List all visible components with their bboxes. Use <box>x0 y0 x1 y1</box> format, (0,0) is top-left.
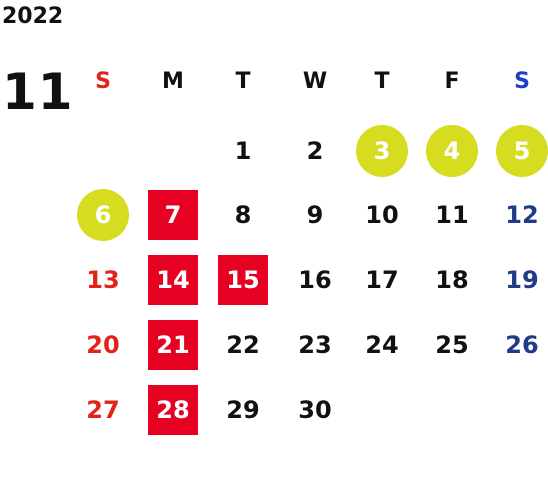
day-cell: 27 <box>86 396 120 424</box>
day-cell: 1 <box>234 137 252 165</box>
day-cell: 14 <box>156 266 190 294</box>
day-cell: 12 <box>505 201 539 229</box>
day-cell: 28 <box>156 396 190 424</box>
event-marker <box>148 255 198 305</box>
holiday-marker <box>426 125 478 177</box>
day-cell: 4 <box>443 137 461 165</box>
day-cell: 9 <box>306 201 324 229</box>
day-cell: 10 <box>365 201 399 229</box>
month-number: 11 <box>2 63 74 121</box>
holiday-marker <box>77 189 129 241</box>
weekday-header: W <box>302 68 328 94</box>
day-cell: 15 <box>226 266 260 294</box>
day-cell: 2 <box>306 137 324 165</box>
day-cell: 30 <box>298 396 332 424</box>
day-cell: 23 <box>298 331 332 359</box>
day-cell: 25 <box>435 331 469 359</box>
holiday-marker <box>496 125 548 177</box>
weekday-header: F <box>444 68 460 94</box>
day-cell: 16 <box>298 266 332 294</box>
day-cell: 5 <box>513 137 531 165</box>
day-cell: 11 <box>435 201 469 229</box>
day-cell: 8 <box>234 201 252 229</box>
holiday-marker <box>356 125 408 177</box>
day-cell: 20 <box>86 331 120 359</box>
event-marker <box>218 255 268 305</box>
day-cell: 3 <box>373 137 391 165</box>
day-cell: 26 <box>505 331 539 359</box>
day-cell: 24 <box>365 331 399 359</box>
event-marker <box>148 385 198 435</box>
day-cell: 7 <box>164 201 182 229</box>
event-marker <box>148 190 198 240</box>
day-cell: 21 <box>156 331 190 359</box>
day-cell: 6 <box>94 201 112 229</box>
weekday-header: S <box>95 68 111 94</box>
weekday-header: T <box>235 68 251 94</box>
day-cell: 17 <box>365 266 399 294</box>
day-cell: 19 <box>505 266 539 294</box>
day-cell: 29 <box>226 396 260 424</box>
day-cell: 22 <box>226 331 260 359</box>
year-label: 2022 <box>2 4 64 29</box>
weekday-header: S <box>514 68 530 94</box>
weekday-header: T <box>374 68 390 94</box>
event-marker <box>148 320 198 370</box>
weekday-header: M <box>162 68 184 94</box>
day-cell: 13 <box>86 266 120 294</box>
day-cell: 18 <box>435 266 469 294</box>
